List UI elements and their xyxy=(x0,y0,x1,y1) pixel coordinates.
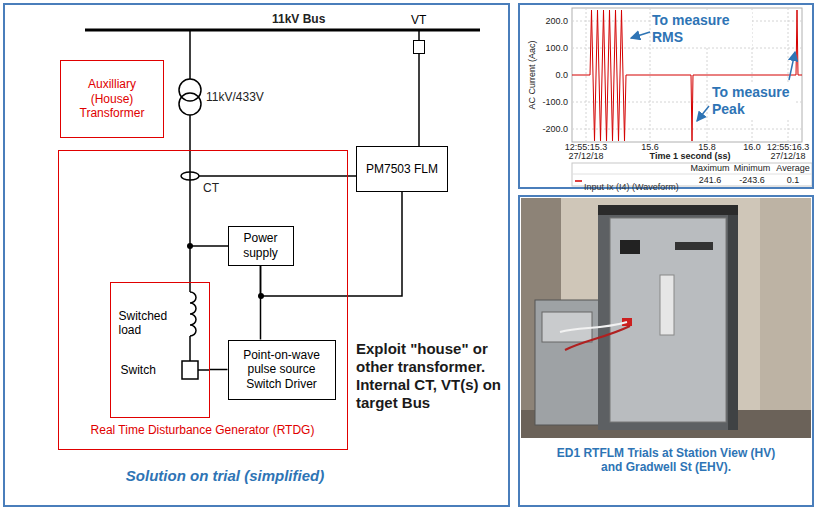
wire-connector xyxy=(210,369,228,371)
transformer-region: Auxilliary (House) Transformer xyxy=(60,60,164,138)
photo-cabinet-top xyxy=(598,205,738,215)
box-label: PM7503 FLM xyxy=(366,162,438,176)
bus-label: 11kV Bus xyxy=(272,13,325,27)
photo-slot xyxy=(660,275,674,335)
power-supply-box: Power supply xyxy=(228,226,294,266)
callout-arrow xyxy=(789,52,795,80)
feeder-wire xyxy=(189,115,191,292)
photo-small-cabinet xyxy=(535,300,600,425)
axis-tick: 15.6 xyxy=(641,143,659,152)
grid-line xyxy=(572,48,802,49)
bus-bar xyxy=(85,29,480,32)
axis-tick: 100.0 xyxy=(545,43,568,53)
wire-connector xyxy=(260,266,262,340)
grid-line xyxy=(572,21,802,22)
box-label: Power supply xyxy=(232,231,290,260)
region-label: Real Time Disturbance Generator (RTDG) xyxy=(59,423,346,437)
callout-arrow xyxy=(697,106,709,121)
box-label: Point-on-wave pulse source Switch Driver xyxy=(233,348,331,391)
table-cell: 241.6 xyxy=(699,176,722,185)
load-label: Switched load xyxy=(119,309,177,338)
panel-caption: Solution on trial (simplified) xyxy=(5,467,445,485)
callout-text: To measure RMS xyxy=(652,12,752,46)
plot-area xyxy=(572,8,802,142)
axis-date: 27/12/18 xyxy=(770,152,805,161)
axis-tick: 12:55:16.3 xyxy=(767,143,810,152)
photo-front-panel xyxy=(610,218,726,422)
axis-title: Time 1 second (ss) xyxy=(650,152,731,161)
note-text: Exploit "house" or other transformer. In… xyxy=(356,340,504,412)
rating-label: 11kV/433V xyxy=(206,91,264,105)
legend-line-sample xyxy=(575,180,582,182)
vt-label: VT xyxy=(411,13,426,27)
legend-table xyxy=(572,163,812,186)
ct-label: CT xyxy=(203,182,219,196)
photo-main-cabinet xyxy=(598,205,738,430)
photo-caption: ED1 RTFLM Trials at Station View (HV) an… xyxy=(520,446,812,475)
transformer-winding xyxy=(179,93,201,115)
axis-tick: -100.0 xyxy=(542,97,568,107)
axis-tick: 0.0 xyxy=(555,70,568,80)
current-waveform xyxy=(572,10,802,141)
table-cell: 0.1 xyxy=(787,176,800,185)
diagram-panel: Auxilliary (House) Transformer VT PM7503 F… xyxy=(3,3,510,507)
photo-panel-detail xyxy=(542,312,592,342)
legend-rule xyxy=(572,174,812,175)
table-cell: -243.6 xyxy=(739,176,765,185)
axis-title: AC Current (Aac) xyxy=(527,40,537,109)
junction-dot xyxy=(187,243,193,249)
axis-tick: 15.8 xyxy=(698,143,716,152)
waveform-chart xyxy=(572,8,812,186)
load-wire xyxy=(189,336,191,361)
feeder-wire xyxy=(189,30,191,79)
wire-connector xyxy=(418,54,420,146)
axis-tick: 12:55:15.3 xyxy=(565,143,608,152)
switch-drive-wire xyxy=(198,369,210,371)
transformer-winding xyxy=(179,79,201,101)
chart-panel: To measure RMS To measure Peak xyxy=(518,3,814,189)
switch-label: Switch xyxy=(121,363,156,377)
legend-text: Input Ix (I4) (Waveform) xyxy=(584,182,679,192)
photo-wall-shade xyxy=(760,198,811,438)
table-header: Maximum xyxy=(690,164,729,173)
ct-symbol xyxy=(181,172,199,180)
axis-date: 27/12/18 xyxy=(568,152,603,161)
vt-stub-wire xyxy=(418,30,420,40)
ct-wire xyxy=(199,175,356,177)
grid-line xyxy=(572,102,802,103)
photo-panel: ED1 RTFLM Trials at Station View (HV) an… xyxy=(518,195,814,507)
driver-box: Point-on-wave pulse source Switch Driver xyxy=(228,340,336,400)
wire-connector xyxy=(261,192,403,296)
switched-load-region: Switched loadSwitch xyxy=(110,282,210,418)
circuit-drawing xyxy=(85,30,480,379)
vt-box: VT xyxy=(413,40,425,54)
photo-wall xyxy=(521,198,811,438)
axis-tick: -200.0 xyxy=(542,124,568,134)
inductor-symbol xyxy=(190,292,196,336)
cabinet-photo xyxy=(521,198,811,438)
generator-region: Power supplySwitched loadSwitch Point-on-… xyxy=(58,150,348,450)
axis-tick: 200.0 xyxy=(545,16,568,26)
switch-symbol xyxy=(182,361,198,379)
region-label: Auxilliary (House) Transformer xyxy=(67,77,157,120)
photo-cabinet-side xyxy=(728,205,738,430)
photo-cable xyxy=(565,326,630,350)
axis-tick: 16.0 xyxy=(743,143,761,152)
grid-lines xyxy=(572,8,802,142)
table-header: Average xyxy=(776,164,809,173)
photo-breaker xyxy=(620,240,640,254)
meter-box: PM7503 FLM xyxy=(356,146,448,192)
table-header: Minimum xyxy=(734,164,771,173)
photo-meter xyxy=(675,242,713,250)
legend-entry: Input Ix (I4) (Waveform) xyxy=(584,176,679,194)
callout-text: To measure Peak xyxy=(712,84,796,118)
callout-arrow xyxy=(631,32,650,38)
supply-wire xyxy=(190,245,228,247)
